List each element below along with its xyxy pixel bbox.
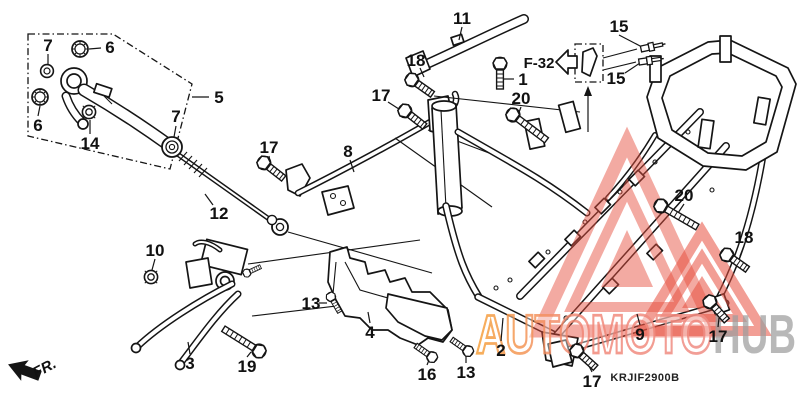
callout-20-rear: 20: [675, 186, 694, 205]
callout-3: 3: [185, 354, 194, 373]
callout-17-stand: 17: [372, 86, 391, 105]
bolt-1: [492, 56, 508, 90]
leader-line-6-upper: [88, 47, 102, 50]
callout-13-left: 13: [302, 294, 321, 313]
callout-8: 8: [343, 142, 352, 161]
callout-15-upper: 15: [610, 17, 629, 36]
callout-15-lower: 15: [607, 69, 626, 88]
leader-line-3: [187, 341, 191, 355]
fr-direction-arrow: [8, 360, 42, 381]
callout-5: 5: [214, 88, 223, 107]
frame-fittings: [493, 129, 715, 321]
callout-18-rear: 18: [735, 228, 754, 247]
bolt-hanger: [241, 262, 263, 279]
callout-19: 19: [238, 357, 257, 376]
line-art: [8, 14, 797, 381]
leader-line-9: [636, 313, 641, 326]
leader-line-18-top: [419, 67, 425, 78]
nut-14: [81, 104, 97, 120]
bolt-19: [218, 322, 270, 362]
sub-assembly-boundary: [27, 33, 193, 170]
callout-17-bottom: 17: [583, 372, 602, 391]
bushing-7-upper: [39, 63, 55, 79]
stand-bracket: [321, 185, 355, 216]
hanger-bracket: [199, 238, 249, 276]
callout-16: 16: [418, 365, 437, 384]
callout-14: 14: [81, 134, 100, 153]
rear-subframe: [646, 39, 797, 171]
head-tube: [431, 103, 463, 215]
callout-7-upper: 7: [43, 36, 52, 55]
bolt-13-right: [447, 334, 477, 360]
leader-line-20-rear: [677, 203, 685, 214]
watermark-brand-prefix: AUTOMOTO: [476, 303, 712, 365]
callout-6-upper: 6: [105, 38, 114, 57]
callout-10: 10: [146, 241, 165, 260]
rod-spring: [178, 151, 208, 178]
leader-line-15-upper: [618, 34, 643, 48]
bolt-17-left: [253, 152, 289, 185]
grommet-6-upper: [71, 40, 89, 58]
callout-12: 12: [210, 204, 229, 223]
callout-18-top: 18: [407, 51, 426, 70]
bolt-17-stand: [394, 100, 430, 133]
leader-line-12: [204, 193, 214, 206]
rod-12-eye: [266, 214, 289, 236]
watermark-triangle-large: [528, 126, 726, 338]
callout-6-lower: 6: [33, 116, 42, 135]
callout-2: 2: [496, 341, 505, 360]
callout-1: 1: [518, 70, 527, 89]
bolt-20-top: [502, 104, 552, 147]
callout-9: 9: [635, 325, 644, 344]
up-arrowhead: [584, 86, 592, 96]
bolt-18-top: [401, 69, 438, 101]
watermark-brand-suffix: HUB: [713, 303, 796, 365]
f32-reference-label: F-32: [524, 55, 555, 72]
leader-line-11: [458, 26, 463, 41]
leader-line-2: [500, 317, 504, 342]
leader-line-18-rear: [739, 245, 745, 257]
callout-11: 11: [453, 9, 471, 28]
grommet-6-lower: [31, 88, 49, 106]
leader-line-4: [367, 311, 371, 324]
leader-line-15-lower: [624, 62, 641, 74]
callout-17-left: 17: [260, 138, 279, 157]
callout-7-lower: 7: [171, 107, 180, 126]
callout-13-right: 13: [457, 363, 476, 382]
diagram-code: KRJIF2900B: [610, 372, 679, 384]
callout-20-top: 20: [512, 89, 531, 108]
nut-10: [143, 269, 159, 285]
leader-line-7-lower: [173, 125, 177, 138]
bushing-7-lower: [161, 136, 183, 158]
leader-line-10: [151, 258, 156, 271]
bolt-16: [411, 340, 441, 366]
f32-arrow-icon: [555, 49, 578, 75]
callout-17-rear: 17: [709, 327, 728, 346]
leader-line-8: [349, 159, 355, 173]
leader-line-17-rear: [717, 317, 720, 328]
sensor-15-upper: [639, 39, 667, 54]
leader-line-19: [246, 351, 252, 358]
callout-4: 4: [365, 323, 375, 342]
leader-line-6-lower: [37, 105, 41, 117]
